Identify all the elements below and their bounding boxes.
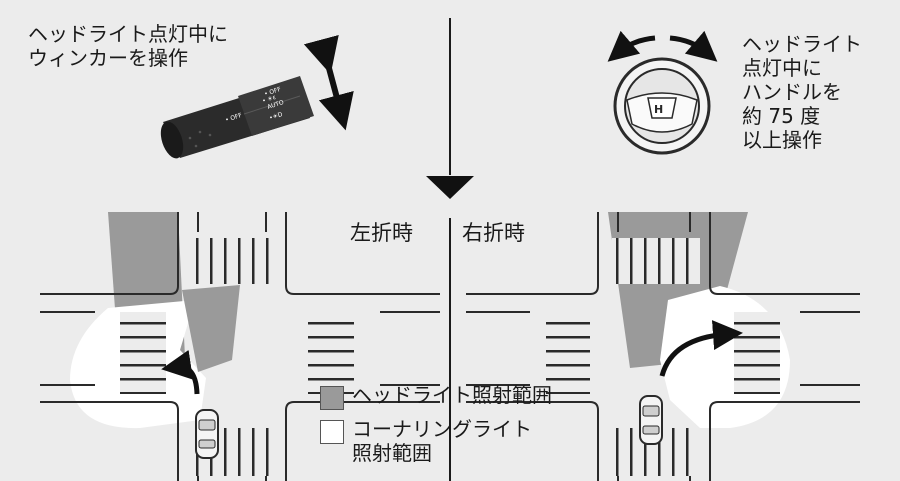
- left-turn-label: 左折時: [350, 221, 413, 245]
- up-down-arrow-icon: [303, 34, 354, 131]
- condition-steering-text: ヘッドライト 点灯中に ハンドルを 約 75 度 以上操作: [742, 32, 862, 152]
- lever-auto-text: AUTO: [266, 99, 284, 111]
- svg-text:H: H: [654, 103, 663, 116]
- lever-park-text: • ☀ε: [261, 94, 277, 105]
- lever-light-text: •☀D: [268, 111, 283, 122]
- headlight-legend-label: ヘッドライト照射範囲: [352, 383, 552, 407]
- cornering-legend-label: コーナリングライト 照射範囲: [352, 417, 532, 465]
- turn-signal-lever-icon: • OFF AUTO • ☀ε • OFF •☀D: [160, 76, 314, 159]
- steering-wheel-icon: H: [613, 57, 711, 155]
- left-turn-intersection: [40, 212, 440, 481]
- right-turn-intersection: [466, 212, 860, 481]
- cornering-legend-swatch: [320, 420, 344, 444]
- headlight-legend-swatch: [320, 386, 344, 410]
- rotate-arrows-icon: [607, 30, 718, 62]
- car-icon: [195, 409, 219, 459]
- right-turn-label: 右折時: [462, 221, 525, 245]
- down-triangle-icon: [426, 176, 474, 199]
- car-icon: [639, 395, 663, 445]
- condition-turn-signal-text: ヘッドライト点灯中に ウィンカーを操作: [28, 22, 228, 70]
